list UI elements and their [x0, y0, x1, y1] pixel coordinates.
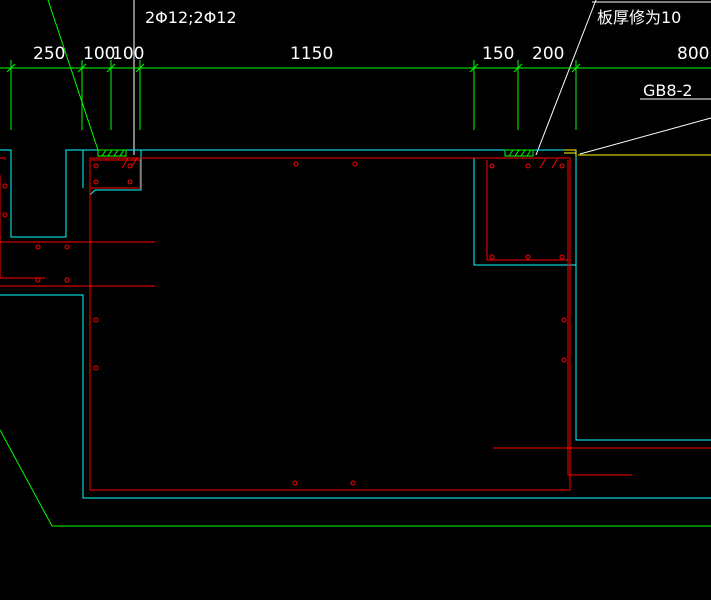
dim-200: 200	[532, 44, 564, 64]
detail-reference: GB8-2	[643, 81, 693, 100]
hatch-strips	[97, 149, 534, 157]
dim-100-b: 100	[112, 44, 144, 64]
top-rebar-note: 2Φ12;2Φ12	[145, 8, 237, 27]
dim-150: 150	[482, 44, 514, 64]
dimension-line	[0, 0, 711, 527]
dim-100-a: 100	[83, 44, 115, 64]
dim-1150: 1150	[290, 44, 333, 64]
rebar-dots	[2, 161, 567, 486]
dim-800: 800	[677, 44, 709, 64]
concrete-outline	[0, 149, 711, 499]
slab-thickness-note: 板厚修为10	[597, 8, 681, 27]
dim-250: 250	[33, 44, 65, 64]
leader-lines	[133, 0, 711, 156]
dimension-labels: 250 100 100 1150 150 200 800	[33, 44, 709, 64]
slab-edge	[564, 149, 711, 157]
rebar-lines	[0, 157, 711, 491]
